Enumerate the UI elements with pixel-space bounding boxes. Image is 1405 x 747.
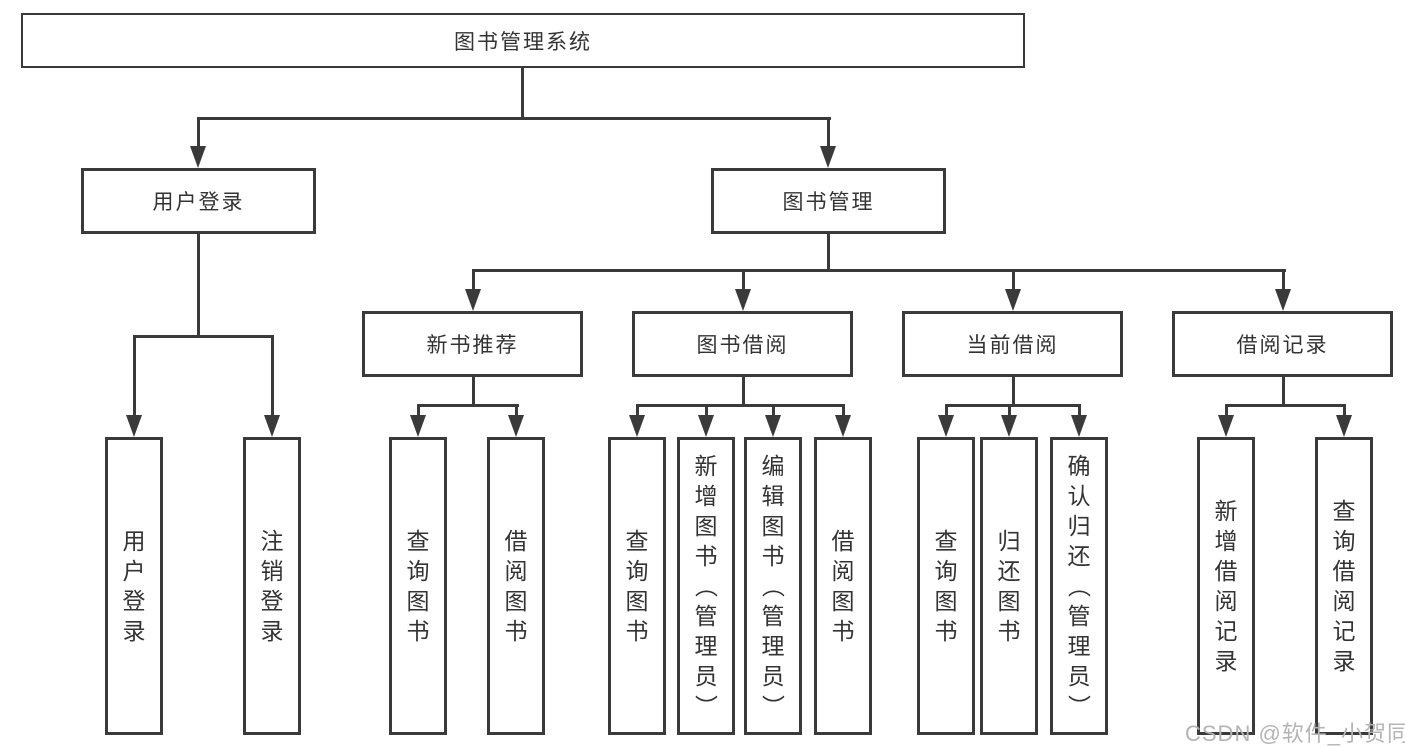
connector-line bbox=[1225, 404, 1346, 407]
leaf-query-books-recommend-label: 查询图书 bbox=[406, 528, 430, 644]
arrow-down-icon bbox=[1336, 415, 1352, 437]
connector-line bbox=[827, 234, 830, 272]
leaf-user-login-label: 用户登录 bbox=[122, 528, 146, 644]
arrow-down-icon bbox=[735, 289, 751, 311]
leaf-logout-label: 注销登录 bbox=[260, 528, 284, 644]
leaf-query-borrow-record: 查询借阅记录 bbox=[1315, 437, 1373, 735]
connector-line bbox=[1282, 377, 1285, 407]
connector-line bbox=[271, 337, 274, 417]
leaf-borrow-books-recommend: 借阅图书 bbox=[487, 437, 545, 735]
connector-line bbox=[1282, 271, 1285, 291]
connector-line bbox=[1078, 406, 1081, 418]
arrow-down-icon bbox=[1005, 289, 1021, 311]
leaf-add-book-admin-label: 新增图书（管理员） bbox=[693, 453, 719, 718]
connector-line bbox=[1008, 406, 1011, 418]
arrow-down-icon bbox=[1001, 415, 1017, 437]
node-book-management: 图书管理 bbox=[711, 168, 946, 234]
connector-line bbox=[472, 269, 1286, 272]
connector-line bbox=[133, 337, 136, 417]
csdn-watermark: CSDN @软件_小贺同学 bbox=[1185, 721, 1405, 746]
connector-line bbox=[636, 406, 639, 418]
leaf-edit-book-admin: 编辑图书（管理员） bbox=[744, 437, 802, 735]
arrow-down-icon bbox=[938, 415, 954, 437]
node-root: 图书管理系统 bbox=[21, 13, 1025, 68]
connector-line bbox=[472, 377, 475, 407]
arrow-down-icon bbox=[1275, 289, 1291, 311]
connector-line bbox=[1012, 271, 1015, 291]
connector-line bbox=[417, 406, 420, 418]
leaf-borrow-books-recommend-label: 借阅图书 bbox=[504, 528, 528, 644]
leaf-add-book-admin: 新增图书（管理员） bbox=[677, 437, 735, 735]
leaf-query-books-borrow-label: 查询图书 bbox=[625, 528, 649, 644]
connector-line bbox=[417, 404, 519, 407]
node-current-borrow-label: 当前借阅 bbox=[966, 334, 1059, 357]
arrow-down-icon bbox=[1071, 415, 1087, 437]
node-new-book-recommend: 新书推荐 bbox=[362, 311, 583, 377]
connector-line bbox=[742, 271, 745, 291]
leaf-add-borrow-record: 新增借阅记录 bbox=[1197, 437, 1255, 735]
connector-line bbox=[521, 68, 524, 120]
node-root-label: 图书管理系统 bbox=[454, 30, 592, 54]
connector-line bbox=[842, 406, 845, 418]
leaf-user-login: 用户登录 bbox=[105, 437, 163, 735]
connector-line bbox=[705, 406, 708, 418]
leaf-logout: 注销登录 bbox=[243, 437, 301, 735]
leaf-confirm-return-admin: 确认归还（管理员） bbox=[1050, 437, 1108, 735]
node-current-borrow: 当前借阅 bbox=[902, 311, 1123, 377]
leaf-query-borrow-record-label: 查询借阅记录 bbox=[1332, 498, 1356, 674]
arrow-down-icon bbox=[820, 146, 836, 168]
arrow-down-icon bbox=[508, 415, 524, 437]
arrow-down-icon bbox=[629, 415, 645, 437]
arrow-down-icon bbox=[698, 415, 714, 437]
arrow-down-icon bbox=[190, 146, 206, 168]
arrow-down-icon bbox=[835, 415, 851, 437]
connector-line bbox=[1012, 377, 1015, 407]
connector-line bbox=[772, 406, 775, 418]
connector-line bbox=[197, 117, 831, 120]
arrow-down-icon bbox=[264, 415, 280, 437]
leaf-query-books-recommend: 查询图书 bbox=[389, 437, 447, 735]
arrow-down-icon bbox=[765, 415, 781, 437]
arrow-down-icon bbox=[465, 289, 481, 311]
connector-line bbox=[1225, 406, 1228, 418]
leaf-confirm-return-admin-label: 确认归还（管理员） bbox=[1066, 453, 1092, 718]
leaf-borrow-books-borrow: 借阅图书 bbox=[814, 437, 872, 735]
leaf-query-books-borrow: 查询图书 bbox=[608, 437, 666, 735]
node-borrow-records: 借阅记录 bbox=[1172, 311, 1393, 377]
connector-line bbox=[197, 118, 200, 152]
node-book-borrow: 图书借阅 bbox=[632, 311, 853, 377]
node-borrow-records-label: 借阅记录 bbox=[1236, 334, 1329, 357]
node-user-login: 用户登录 bbox=[81, 168, 316, 234]
leaf-query-books-current: 查询图书 bbox=[917, 437, 975, 735]
node-book-management-label: 图书管理 bbox=[782, 191, 875, 214]
node-book-borrow-label: 图书借阅 bbox=[696, 334, 789, 357]
leaf-return-book-label: 归还图书 bbox=[997, 528, 1021, 644]
connector-line bbox=[636, 404, 845, 407]
connector-line bbox=[472, 271, 475, 291]
leaf-borrow-books-borrow-label: 借阅图书 bbox=[831, 528, 855, 644]
leaf-edit-book-admin-label: 编辑图书（管理员） bbox=[760, 453, 786, 718]
connector-line bbox=[1343, 406, 1346, 418]
connector-line bbox=[515, 406, 518, 418]
arrow-down-icon bbox=[126, 415, 142, 437]
connector-line bbox=[742, 377, 745, 407]
connector-line bbox=[945, 404, 1081, 407]
arrow-down-icon bbox=[410, 415, 426, 437]
connector-line bbox=[945, 406, 948, 418]
arrow-down-icon bbox=[1218, 415, 1234, 437]
connector-line bbox=[827, 118, 830, 152]
node-user-login-label: 用户登录 bbox=[152, 191, 245, 214]
leaf-return-book: 归还图书 bbox=[980, 437, 1038, 735]
leaf-add-borrow-record-label: 新增借阅记录 bbox=[1214, 498, 1238, 674]
connector-line bbox=[133, 335, 274, 338]
leaf-query-books-current-label: 查询图书 bbox=[934, 528, 958, 644]
connector-line bbox=[197, 234, 200, 338]
node-new-book-recommend-label: 新书推荐 bbox=[426, 334, 519, 357]
